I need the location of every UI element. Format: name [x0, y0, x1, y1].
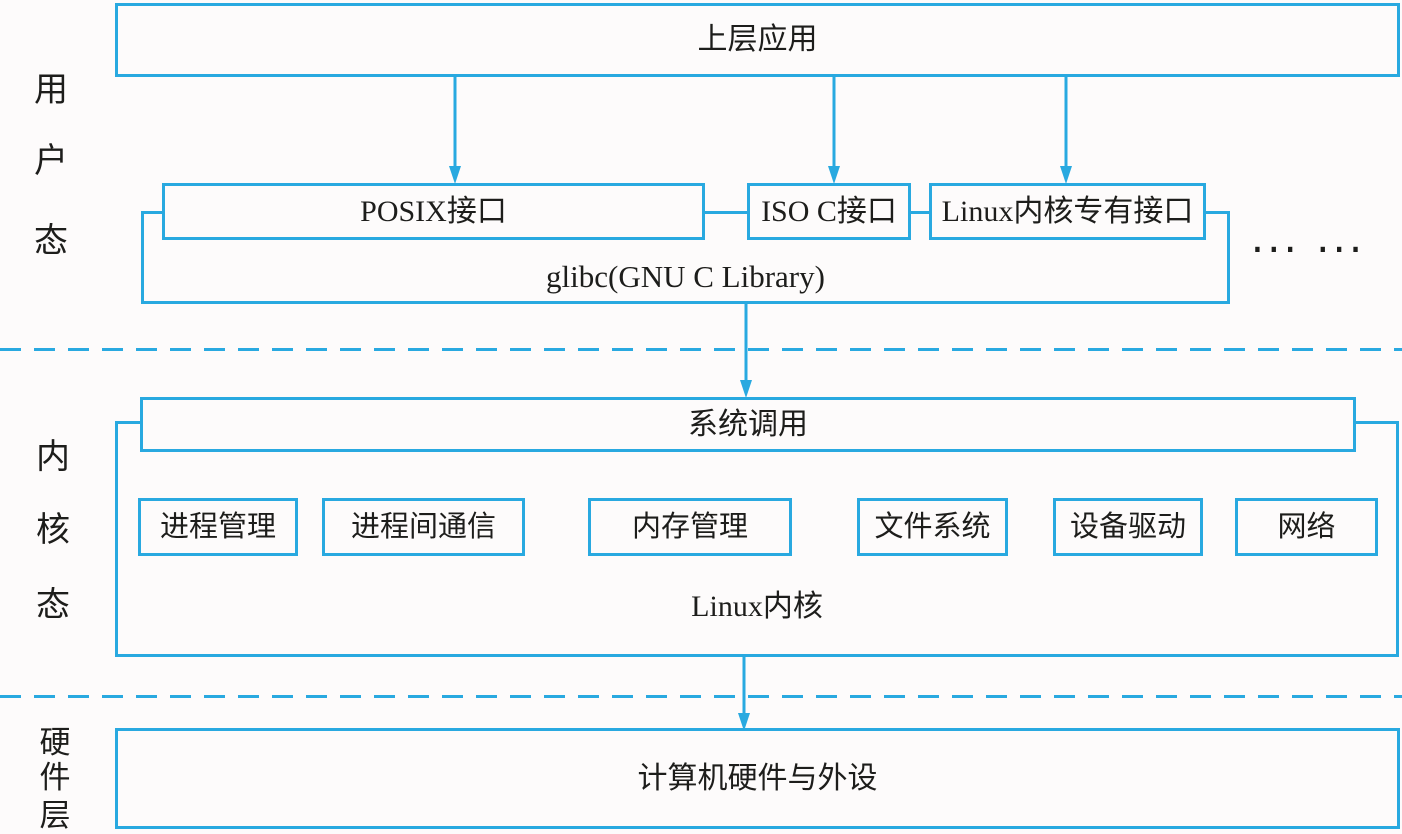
memory-management-label: 内存管理	[631, 510, 748, 543]
file-system-label: 文件系统	[874, 510, 991, 543]
process-management-box: 进程管理	[138, 498, 298, 556]
user-mode-label-char-1: 用	[34, 72, 68, 109]
kernel-mode-label-char-2: 核	[36, 512, 70, 549]
hardware-layer-label-char-3: 层	[39, 798, 71, 833]
arrow-line	[744, 304, 748, 382]
glibc-label: glibc(GNU C Library)	[546, 259, 825, 294]
system-call-box: 系统调用	[140, 397, 1356, 452]
top-application-box: 上层应用	[115, 3, 1400, 77]
user-kernel-separator-line	[0, 348, 1402, 351]
linux-specific-interface-label: Linux内核专有接口	[941, 194, 1194, 228]
user-mode-label-char-3: 态	[34, 223, 68, 260]
posix-interface-box: POSIX接口	[162, 183, 705, 240]
file-system-box: 文件系统	[857, 498, 1008, 556]
kernel-mode-label-char-1: 内	[36, 439, 70, 476]
network-label: 网络	[1277, 510, 1336, 543]
arrow-line	[1064, 77, 1068, 168]
user-mode-label-char-2: 户	[34, 143, 68, 180]
hardware-box: 计算机硬件与外设	[115, 728, 1400, 829]
arrow-head-icon	[828, 166, 840, 184]
linux-specific-interface-box: Linux内核专有接口	[929, 183, 1206, 240]
arrow-app-to-isoc	[827, 77, 841, 184]
arrow-line	[832, 77, 836, 168]
arrow-app-to-linux-specific	[1059, 77, 1073, 184]
process-management-label: 进程管理	[159, 510, 276, 543]
hardware-label: 计算机硬件与外设	[637, 761, 878, 795]
arrow-head-icon	[740, 380, 752, 398]
top-application-label: 上层应用	[697, 23, 818, 56]
device-driver-box: 设备驱动	[1053, 498, 1203, 556]
arrow-glibc-to-syscall	[739, 304, 753, 398]
arrow-line	[742, 657, 746, 715]
posix-interface-label: POSIX接口	[360, 194, 507, 228]
arrow-line	[453, 77, 457, 168]
ellipsis-dots: ··· ···	[1250, 225, 1366, 274]
arrow-head-icon	[449, 166, 461, 184]
arrow-head-icon	[738, 713, 750, 731]
arrow-head-icon	[1060, 166, 1072, 184]
linux-kernel-label: Linux内核	[691, 590, 823, 623]
device-driver-label: 设备驱动	[1069, 510, 1186, 543]
iso-c-interface-label: ISO C接口	[761, 194, 897, 228]
arrow-kernel-to-hardware	[737, 657, 751, 731]
hardware-layer-label-char-1: 硬	[39, 725, 71, 760]
network-box: 网络	[1235, 498, 1378, 556]
system-call-label: 系统调用	[688, 407, 808, 441]
iso-c-interface-box: ISO C接口	[747, 183, 911, 240]
arrow-app-to-posix	[448, 77, 462, 184]
kernel-hardware-separator-line	[0, 695, 1402, 698]
kernel-mode-label-char-3: 态	[36, 587, 70, 624]
memory-management-box: 内存管理	[588, 498, 792, 556]
ipc-label: 进程间通信	[350, 510, 496, 543]
ipc-box: 进程间通信	[322, 498, 525, 556]
hardware-layer-label-char-2: 件	[39, 760, 71, 795]
